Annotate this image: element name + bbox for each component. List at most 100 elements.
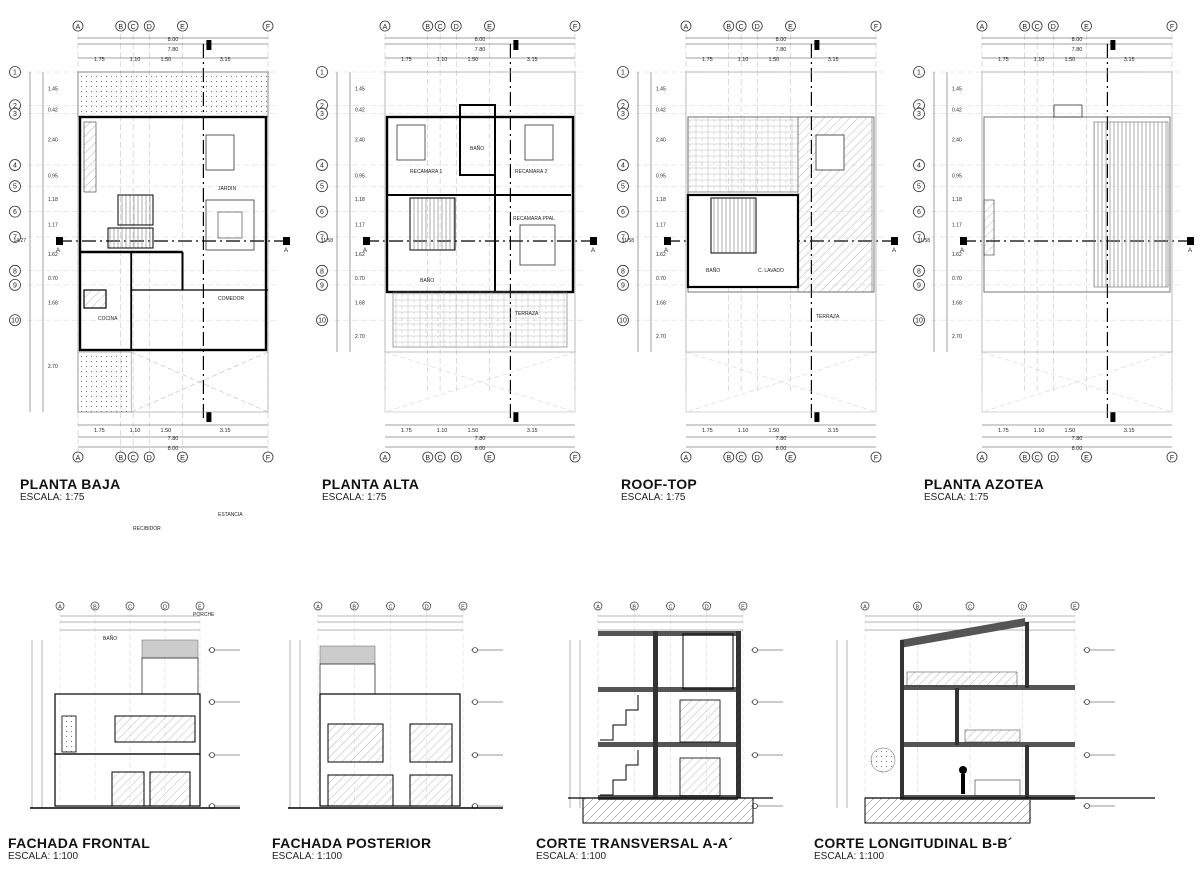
- level-marker: [209, 647, 215, 653]
- section-label-a-right: A: [1188, 248, 1192, 254]
- grid-label-D: D: [755, 24, 760, 31]
- level-marker: [209, 699, 215, 705]
- title-planta-alta: PLANTA ALTA: [322, 476, 420, 492]
- grid-bubble-C: [965, 601, 975, 611]
- dim-overall: 11.58: [918, 238, 930, 244]
- row-label-7: 7: [621, 234, 625, 241]
- grid-bubble-D: [1018, 601, 1027, 611]
- dim-bay: 1.10: [1034, 57, 1045, 63]
- section-marker-a-right: [590, 237, 597, 245]
- dim-bay-bottom: 1.50: [468, 428, 479, 434]
- grid-bubble-bottom-D: [143, 451, 155, 463]
- grid-label-bottom-C: C: [438, 455, 443, 462]
- grid-bubble-C: [735, 20, 747, 32]
- section-marker-b-top: [513, 40, 519, 50]
- grid-bubble-bottom-A: [379, 451, 391, 463]
- row-bubble-9: [913, 279, 925, 291]
- grid-bubble-bottom-B: [422, 451, 434, 463]
- row-label-4: 4: [917, 163, 921, 170]
- dim-row-value: 1.18: [656, 197, 666, 203]
- dim-row-value: 0.95: [48, 174, 58, 180]
- rooftop-volume-shaded: [141, 639, 199, 659]
- human-figure: [961, 774, 965, 794]
- room-label: BAÑO: [706, 267, 720, 274]
- room-label: RECAMARA 2: [515, 169, 547, 175]
- row-bubble-1: [316, 66, 328, 78]
- row-label-8: 8: [621, 268, 625, 275]
- dim-bay: 1.75: [401, 57, 412, 63]
- sofa-section: [974, 779, 1021, 797]
- row-label-9: 9: [13, 282, 17, 289]
- ground-window-right: [409, 774, 453, 807]
- row-label-9: 9: [320, 282, 324, 289]
- scale-roof-top: ESCALA: 1:75: [621, 492, 686, 503]
- dim-bay: 1.50: [161, 57, 172, 63]
- dim-bay-bottom: 3.15: [828, 428, 839, 434]
- row-bubble-6: [9, 205, 21, 218]
- level-marker: [209, 752, 215, 758]
- dim-total: 8.00: [1072, 37, 1083, 43]
- grid-label-bottom-B: B: [425, 455, 430, 462]
- dim-overall: 11.58: [321, 238, 333, 244]
- row-bubble-8: [316, 264, 328, 277]
- room-label: JARDIN: [218, 186, 236, 192]
- dim-inner-bottom: 7.80: [776, 436, 787, 442]
- grid-label-bottom-B: B: [1022, 455, 1027, 462]
- section-marker-a-right: [1187, 237, 1194, 245]
- level-marker: [472, 647, 478, 653]
- row-label-5: 5: [917, 184, 921, 191]
- grid-label-B: B: [1022, 24, 1027, 31]
- grid-label-A: A: [863, 605, 867, 611]
- row-bubble-10: [9, 314, 21, 327]
- grid-bubble-B: [349, 601, 359, 611]
- row-bubble-3: [9, 107, 21, 120]
- grid-bubble-B: [422, 20, 434, 32]
- row-bubble-8: [9, 264, 21, 277]
- dim-total-bottom: 8.00: [475, 446, 486, 452]
- dim-bay-bottom: 1.50: [769, 428, 780, 434]
- room-label: RECAMARA PPAL: [513, 216, 555, 222]
- dim-bay-bottom: 1.10: [1034, 428, 1045, 434]
- grid-label-bottom-F: F: [1170, 455, 1174, 462]
- row-label-8: 8: [917, 268, 921, 275]
- grid-bubble-D: [702, 601, 712, 611]
- grid-label-F: F: [573, 24, 577, 31]
- dim-inner: 7.80: [475, 47, 486, 53]
- grid-bubble-F: [262, 20, 274, 32]
- row-bubble-5: [316, 180, 328, 193]
- grid-bubble-B: [1019, 20, 1031, 32]
- grid-bubble-F: [569, 20, 581, 32]
- grid-bubble-A: [860, 601, 870, 611]
- dim-bay: 1.10: [437, 57, 448, 63]
- grid-bubble-F: [870, 20, 882, 32]
- room-label: COMEDOR: [218, 296, 245, 302]
- row-label-3: 3: [13, 111, 17, 118]
- grid-label-bottom-E: E: [788, 455, 793, 462]
- dim-row-value: 0.42: [355, 108, 365, 114]
- scale-fachada-frontal: ESCALA: 1:100: [8, 851, 79, 862]
- row-label-2: 2: [13, 103, 17, 110]
- room-label: BAÑO: [470, 145, 484, 152]
- grid-bubble-bottom-B: [1019, 451, 1031, 463]
- room-label: BAÑO: [420, 277, 434, 284]
- grid-bubble-bottom-C: [434, 451, 446, 463]
- upper-windows: [114, 715, 196, 743]
- dim-bay: 1.50: [468, 57, 479, 63]
- grid-label-bottom-A: A: [76, 455, 81, 462]
- room-label: C. LAVADO: [758, 268, 784, 274]
- grid-bubble-C: [434, 20, 446, 32]
- rooftop-volume: [141, 657, 199, 695]
- grid-bubble-bottom-C: [735, 451, 747, 463]
- title-roof-top: ROOF-TOP: [621, 476, 698, 492]
- grid-bubble-D: [751, 20, 763, 32]
- grid-label-C: C: [389, 605, 393, 611]
- row-bubble-10: [913, 314, 925, 327]
- grid-bubble-F: [1166, 20, 1178, 32]
- row-bubble-7: [913, 231, 925, 243]
- grid-label-E: E: [741, 605, 745, 611]
- grid-label-C: C: [128, 605, 132, 611]
- row-bubble-3: [617, 107, 629, 120]
- room-label: PORCHE: [193, 612, 215, 618]
